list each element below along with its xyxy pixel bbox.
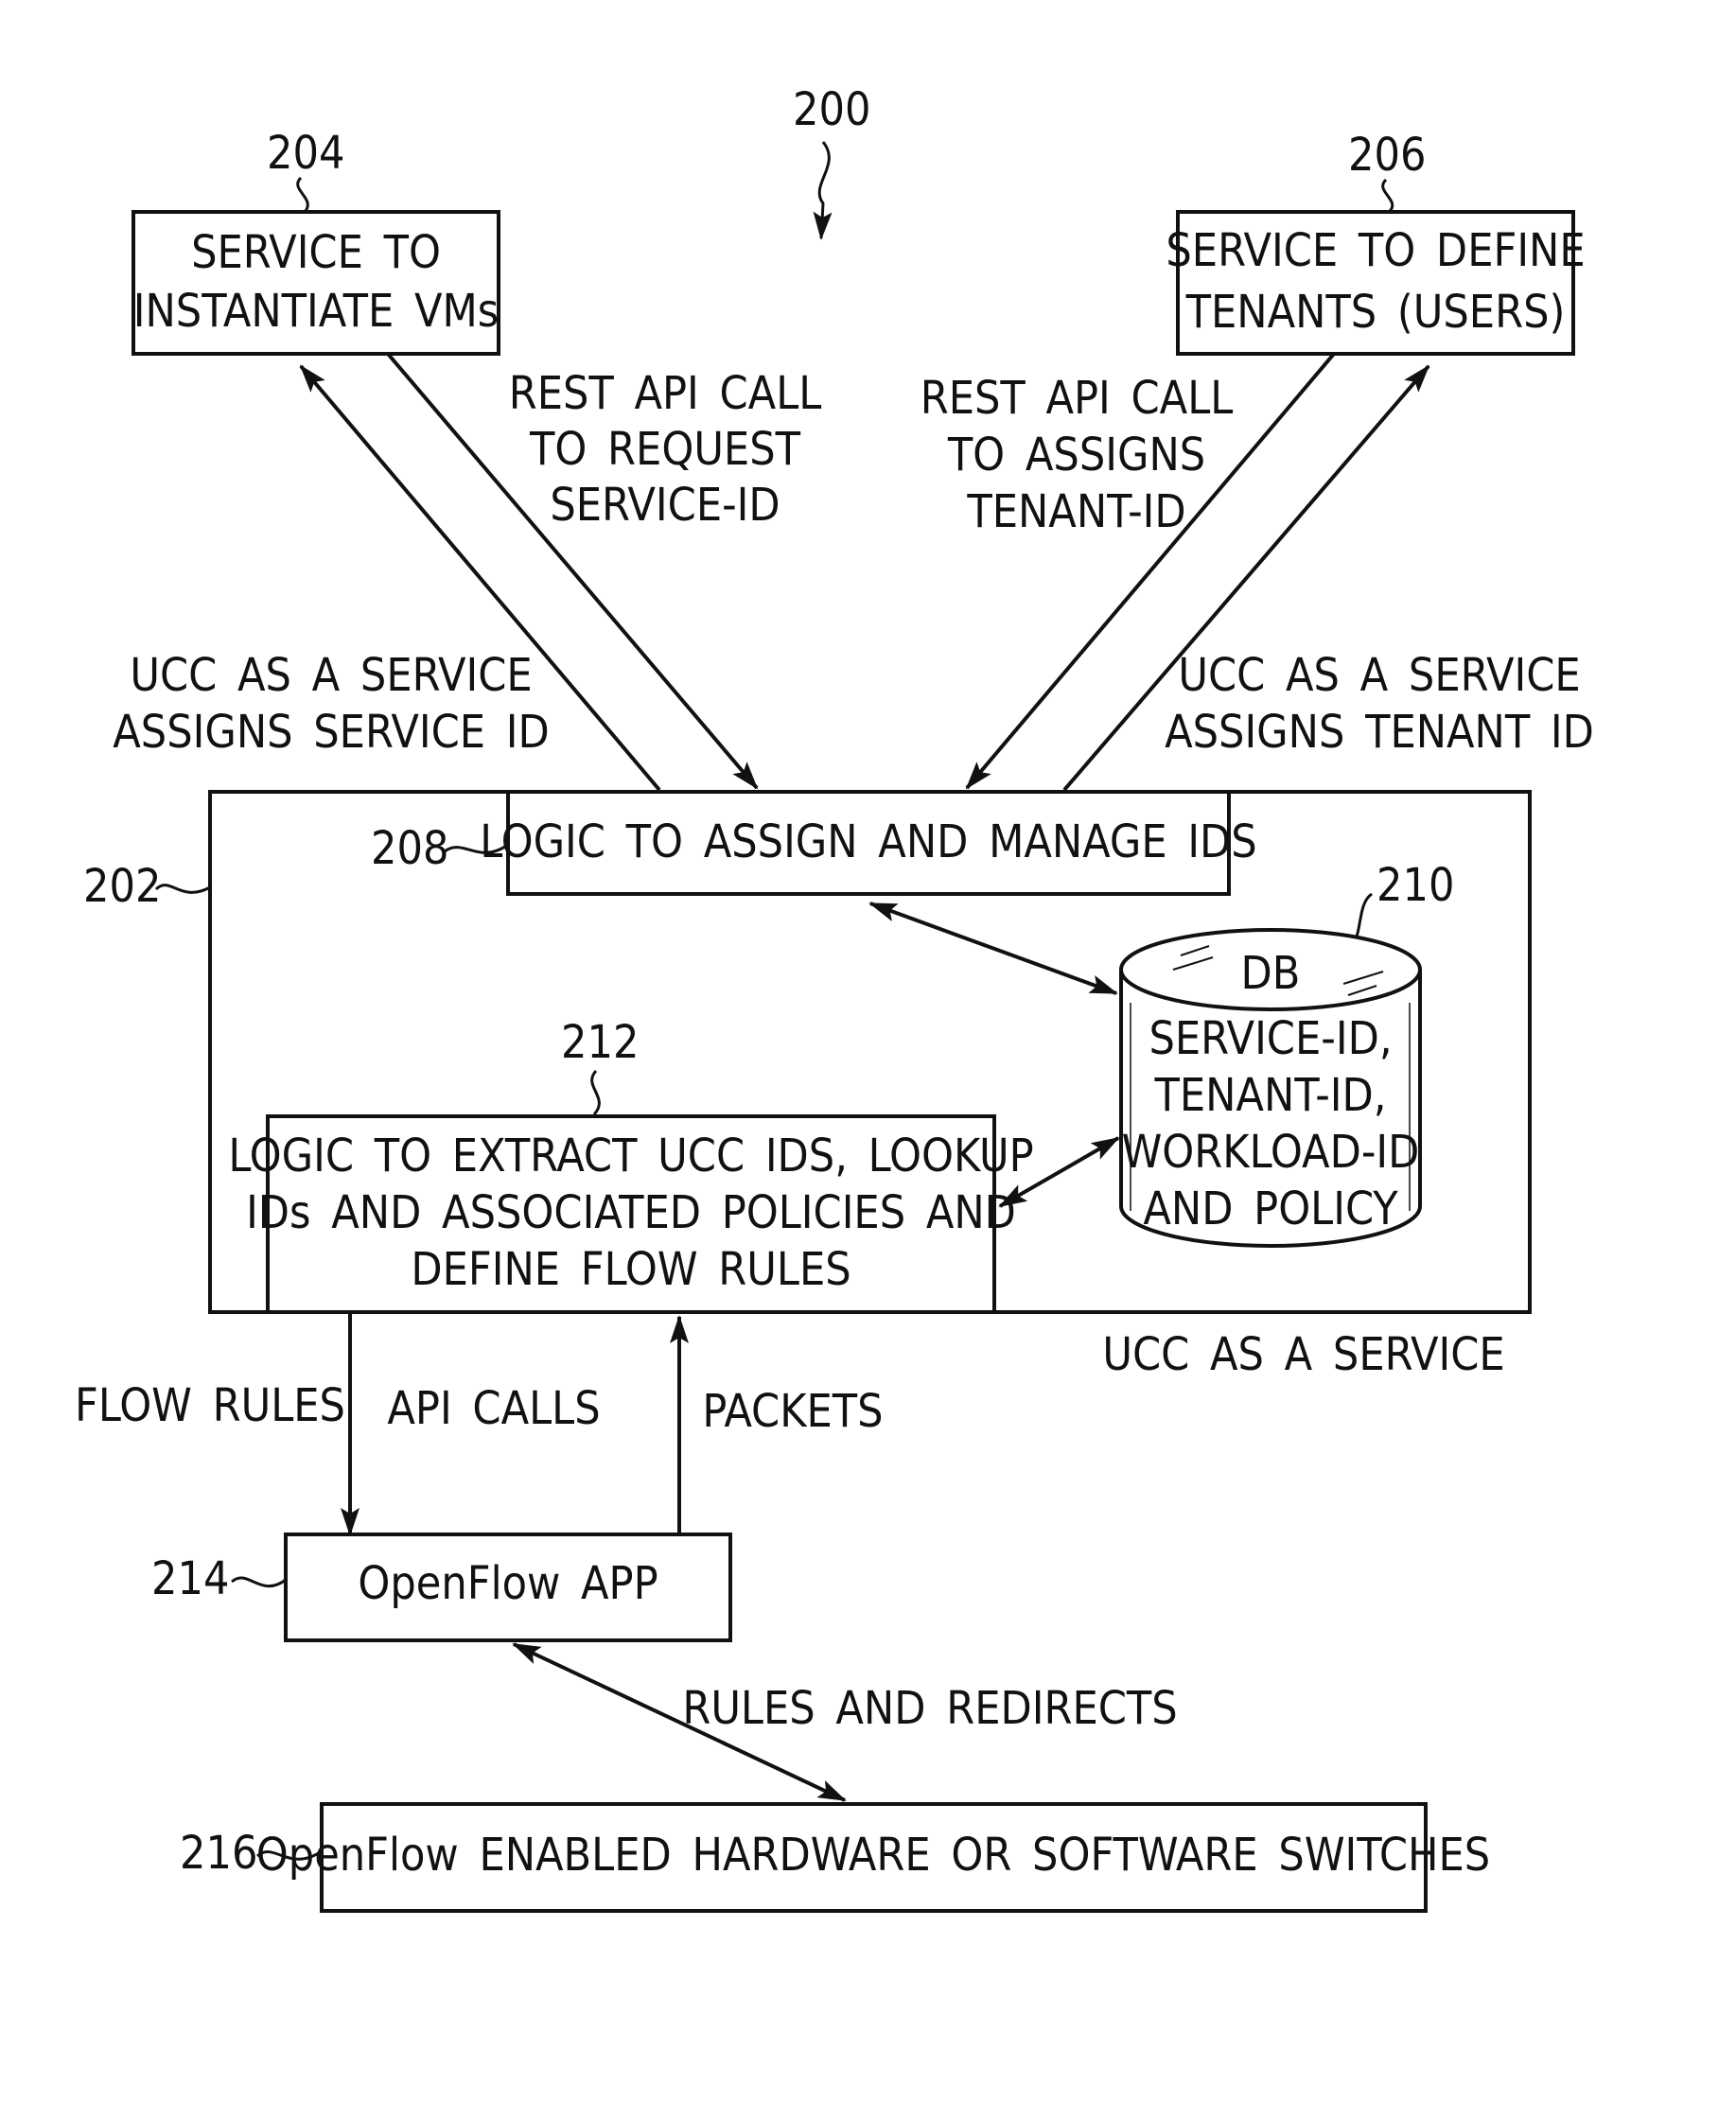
box-214-text: OpenFlow APP xyxy=(358,1557,658,1610)
box-206-line-2: TENANTS (USERS) xyxy=(1185,286,1566,339)
box-204-line-1: SERVICE TO xyxy=(191,226,441,279)
ucc-tenant-id-line-2: ASSIGNS TENANT ID xyxy=(1165,706,1594,759)
ref-212-leader xyxy=(592,1071,600,1114)
rest-service-line-3: SERVICE-ID xyxy=(550,479,780,532)
box-212-line-1: LOGIC TO EXTRACT UCC IDS, LOOKUP xyxy=(228,1130,1033,1182)
ref-204-leader xyxy=(298,178,308,212)
outer-box-caption: UCC AS A SERVICE xyxy=(1102,1328,1504,1381)
ref-212: 212 xyxy=(561,1016,639,1069)
box-212-line-2: IDs AND ASSOCIATED POLICIES AND xyxy=(246,1186,1016,1239)
ref-202: 202 xyxy=(83,860,161,913)
ucc-service-id-line-1: UCC AS A SERVICE xyxy=(130,649,532,702)
rest-tenant-line-1: REST API CALL xyxy=(921,372,1234,425)
ref-214: 214 xyxy=(151,1552,229,1605)
ref-208: 208 xyxy=(371,822,448,875)
db-210-line-2: TENANT-ID, xyxy=(1153,1069,1386,1122)
label-rules-redirects: RULES AND REDIRECTS xyxy=(682,1682,1177,1735)
ref-214-leader xyxy=(232,1578,286,1586)
ref-206: 206 xyxy=(1348,129,1426,182)
box-216-text: OpenFlow ENABLED HARDWARE OR SOFTWARE SW… xyxy=(256,1829,1490,1882)
db-210-line-3: WORKLOAD-ID xyxy=(1122,1126,1420,1179)
figure-ref-200-arrow xyxy=(819,142,829,238)
rest-service-line-2: TO REQUEST xyxy=(529,423,801,476)
ucc-service-id-line-2: ASSIGNS SERVICE ID xyxy=(113,706,549,759)
ucc-tenant-id-line-1: UCC AS A SERVICE xyxy=(1178,649,1580,702)
ref-206-leader xyxy=(1383,180,1393,212)
db-210-line-1: SERVICE-ID, xyxy=(1149,1012,1392,1065)
ref-204: 204 xyxy=(267,127,344,180)
ref-202-leader xyxy=(156,885,210,893)
db-210-line-4: AND POLICY xyxy=(1143,1182,1398,1235)
box-212-line-3: DEFINE FLOW RULES xyxy=(411,1243,850,1296)
db-210-title: DB xyxy=(1241,947,1301,1000)
figure-ref-200: 200 xyxy=(793,83,870,136)
box-206-line-1: SERVICE TO DEFINE xyxy=(1166,224,1585,277)
arrow-208-db xyxy=(870,903,1116,993)
rest-tenant-line-2: TO ASSIGNS xyxy=(947,429,1205,482)
box-208-text: LOGIC TO ASSIGN AND MANAGE IDS xyxy=(480,815,1256,868)
box-204-line-2: INSTANTIATE VMs xyxy=(133,285,499,338)
ref-216: 216 xyxy=(180,1827,257,1880)
label-packets: PACKETS xyxy=(702,1385,883,1438)
rest-service-line-1: REST API CALL xyxy=(509,367,822,420)
rest-tenant-line-3: TENANT-ID xyxy=(966,485,1185,538)
label-api-calls: API CALLS xyxy=(387,1382,600,1435)
label-flow-rules: FLOW RULES xyxy=(75,1379,345,1432)
ref-210: 210 xyxy=(1377,859,1454,912)
